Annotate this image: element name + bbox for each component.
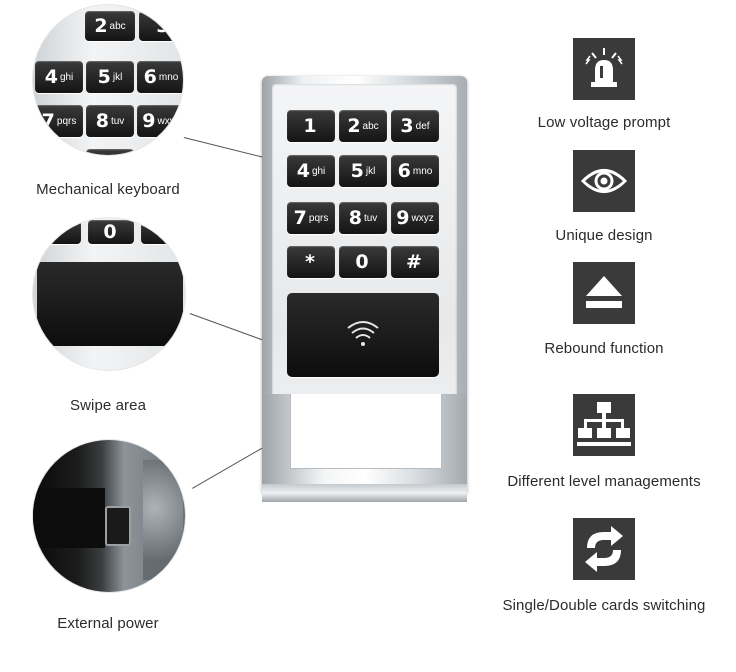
keypad-key[interactable]: 0 — [339, 246, 387, 278]
keypad-key-letters: tuv — [363, 212, 378, 224]
mechanical-keyboard-label: Mechanical keyboard — [36, 181, 180, 198]
contactless-icon — [347, 321, 379, 346]
hierarchy-icon — [573, 394, 635, 456]
card-switching-label: Single/Double cards switching — [502, 597, 706, 614]
zoom-key-0: 0 — [88, 220, 134, 244]
cable-body — [33, 488, 105, 548]
zoom-swipe-pad — [37, 262, 183, 346]
keypad-key[interactable]: 1 — [287, 110, 335, 142]
switch-arrows-icon — [573, 518, 635, 580]
alarm-light-icon — [573, 38, 635, 100]
keypad-key-digit: # — [406, 251, 422, 273]
keypad-key[interactable]: * — [287, 246, 335, 278]
keypad-key-digit: 3 — [400, 115, 414, 137]
zoom-key-3: 3 — [139, 11, 183, 41]
unique-design-label: Unique design — [555, 227, 653, 244]
keypad-key-digit: 7 — [293, 207, 307, 229]
usb-port-icon — [105, 506, 131, 546]
lock-handle — [262, 394, 467, 502]
keypad-key-letters: def — [415, 120, 430, 132]
keypad-key-digit: 0 — [355, 251, 369, 273]
eye-icon — [573, 150, 635, 212]
swipe-area-label: Swipe area — [69, 397, 147, 414]
keypad-key-digit: 6 — [397, 160, 411, 182]
power-zoom-circle — [33, 440, 185, 592]
keypad-key-digit: 9 — [396, 207, 410, 229]
keypad-key-digit: 5 — [350, 160, 364, 182]
keypad-key-digit: 8 — [348, 207, 362, 229]
low-voltage-prompt-label: Low voltage prompt — [537, 114, 671, 131]
zoom-key-left-partial — [35, 220, 81, 244]
keypad-key[interactable]: # — [391, 246, 439, 278]
rebound-function-label: Rebound function — [544, 340, 664, 357]
keypad-key-letters: jkl — [365, 165, 376, 177]
keypad-key-letters: abc — [362, 120, 379, 132]
zoom-key-partial — [86, 149, 134, 155]
keypad-key-digit: 4 — [296, 160, 310, 182]
keypad-key-digit: 2 — [347, 115, 361, 137]
swipe-zoom-circle: 0 — [33, 218, 185, 370]
eject-icon — [573, 262, 635, 324]
lock-swipe-pad — [287, 293, 439, 377]
keypad-key-letters: ghi — [311, 165, 326, 177]
keypad-key-letters: mno — [412, 165, 433, 177]
keypad-key-letters: pqrs — [308, 212, 329, 224]
keypad-key-letters: wxyz — [411, 212, 434, 224]
different-level-managements-label: Different level managements — [507, 473, 701, 490]
keypad-key-digit: 1 — [303, 115, 317, 137]
external-power-label: External power — [57, 615, 159, 632]
keypad-key-digit: * — [305, 251, 315, 273]
zoom-key-right-partial — [141, 220, 185, 244]
